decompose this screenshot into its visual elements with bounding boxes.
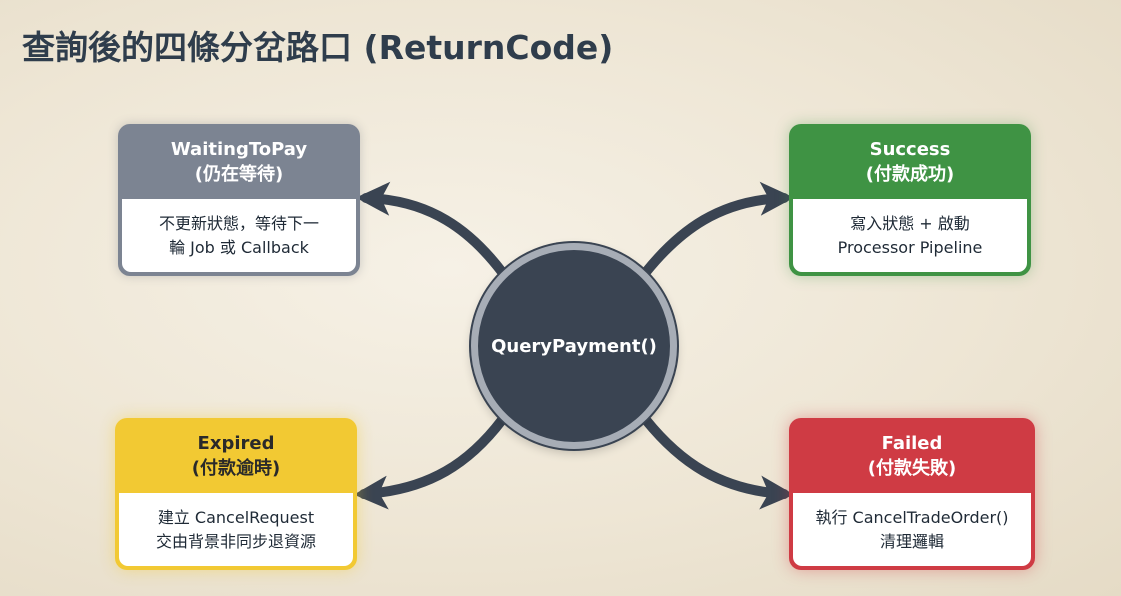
description-line: 交由背景非同步退資源 [155,531,316,551]
outcome-card-expired: Expired (付款逾時) 建立 CancelRequest 交由背景非同步退… [115,418,357,570]
hub-label: QueryPayment() [491,335,657,357]
description-line: 輪 Job 或 Callback [169,237,309,257]
query-payment-hub: QueryPayment() [471,243,677,449]
arrow-to-failed [641,415,795,510]
outcome-header-success: Success (付款成功) [789,124,1031,199]
outcome-header-failed: Failed (付款失敗) [789,418,1035,493]
outcome-description-failed: 執行 CancelTradeOrder() 清理邏輯 [793,493,1031,566]
outcome-header-expired: Expired (付款逾時) [115,418,357,493]
outcome-description-waiting: 不更新狀態，等待下一 輪 Job 或 Callback [122,199,356,272]
description-line: Processor Pipeline [837,237,983,257]
outcome-description-success: 寫入狀態 + 啟動 Processor Pipeline [793,199,1027,272]
page-title: 查詢後的四條分岔路口 (ReturnCode) [22,28,614,67]
outcome-subtitle: (仍在等待) [194,163,284,185]
arrow-to-success [641,181,795,277]
outcome-name: WaitingToPay [170,138,308,160]
outcome-card-waiting: WaitingToPay (仍在等待) 不更新狀態，等待下一 輪 Job 或 C… [118,124,360,276]
outcome-name: Failed [881,432,943,454]
description-line: 執行 CancelTradeOrder() [815,507,1009,527]
description-line: 寫入狀態 + 啟動 [850,213,970,233]
outcome-name: Expired [197,432,275,454]
outcome-name: Success [869,138,951,160]
outcome-subtitle: (付款成功) [865,163,955,185]
outcome-card-failed: Failed (付款失敗) 執行 CancelTradeOrder() 清理邏輯 [789,418,1035,570]
outcome-card-success: Success (付款成功) 寫入狀態 + 啟動 Processor Pipel… [789,124,1031,276]
outcome-subtitle: (付款逾時) [191,457,281,479]
outcome-description-expired: 建立 CancelRequest 交由背景非同步退資源 [119,493,353,566]
arrow-to-waiting [355,181,507,277]
outcome-subtitle: (付款失敗) [867,457,957,479]
description-line: 不更新狀態，等待下一 [158,213,319,233]
description-line: 清理邏輯 [879,531,944,551]
outcome-header-waiting: WaitingToPay (仍在等待) [118,124,360,199]
description-line: 建立 CancelRequest [157,507,315,527]
arrow-to-expired [353,415,507,510]
